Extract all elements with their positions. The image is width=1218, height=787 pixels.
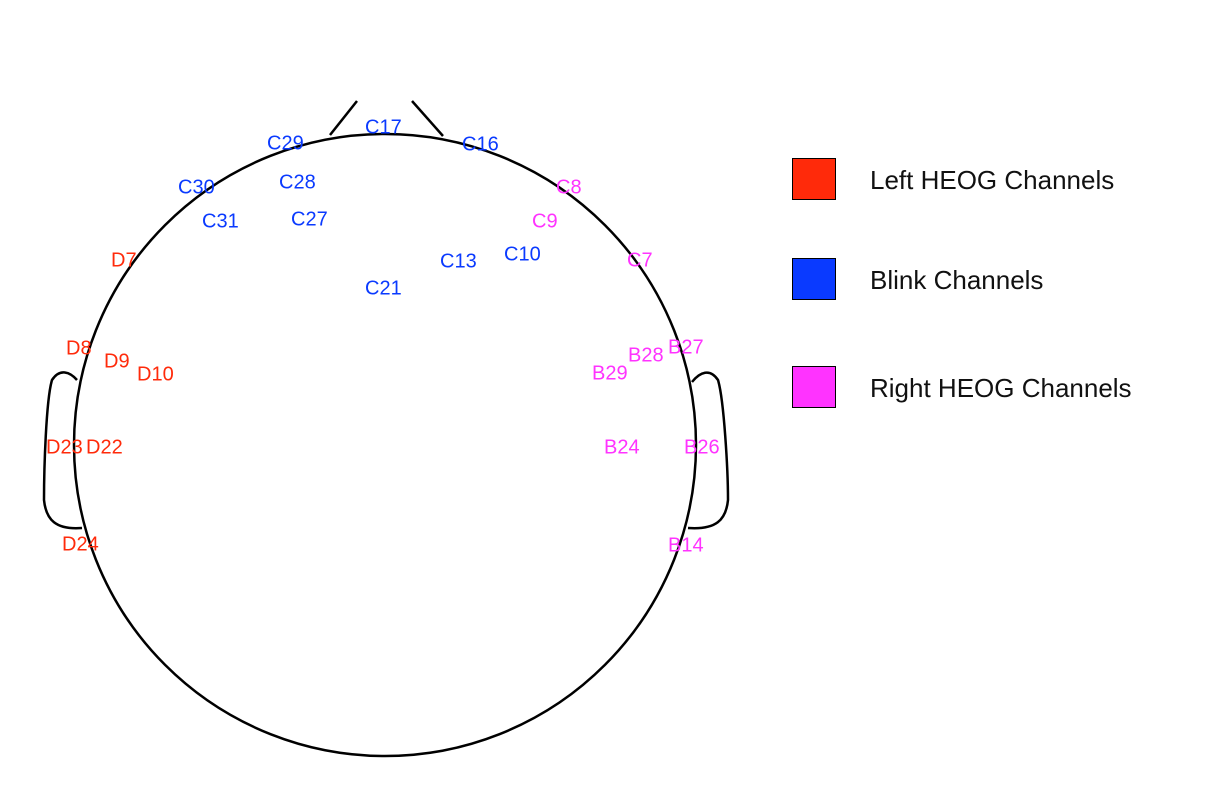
legend-label-left-heog: Left HEOG Channels xyxy=(870,165,1115,195)
head-outline xyxy=(72,132,698,758)
channel-label-c28: C28 xyxy=(279,171,316,193)
channel-label-b28: B28 xyxy=(628,344,664,366)
channel-label-c17: C17 xyxy=(365,116,402,138)
left-ear xyxy=(42,371,83,530)
nose-left xyxy=(329,100,358,136)
legend-item-left-heog: Left HEOG Channels xyxy=(792,158,1212,202)
channel-label-c16: C16 xyxy=(462,133,499,155)
legend-label-blink: Blink Channels xyxy=(870,265,1044,295)
channel-label-d24: D24 xyxy=(62,533,99,555)
channel-label-c10: C10 xyxy=(504,243,541,265)
right-ear xyxy=(687,371,730,530)
channel-label-c21: C21 xyxy=(365,277,402,299)
channel-label-d23: D23 xyxy=(46,436,83,458)
channel-label-b26: B26 xyxy=(684,436,720,458)
channel-label-c29: C29 xyxy=(267,132,304,154)
legend-item-blink: Blink Channels xyxy=(792,258,1212,302)
channel-label-d22: D22 xyxy=(86,436,123,458)
channel-label-b29: B29 xyxy=(592,362,628,384)
channel-label-c31: C31 xyxy=(202,210,239,232)
channel-label-d9: D9 xyxy=(104,350,130,372)
channel-label-c8: C8 xyxy=(556,176,582,198)
channel-label-c9: C9 xyxy=(532,210,558,232)
channel-label-c30: C30 xyxy=(178,176,215,198)
legend-label-right-heog: Right HEOG Channels xyxy=(870,373,1132,403)
channel-label-b24: B24 xyxy=(604,436,640,458)
channel-label-d7: D7 xyxy=(111,249,137,271)
channel-label-b27: B27 xyxy=(668,336,704,358)
legend-swatch-right-heog xyxy=(792,366,836,408)
channel-label-c27: C27 xyxy=(291,208,328,230)
channel-label-c13: C13 xyxy=(440,250,477,272)
legend-swatch-left-heog xyxy=(792,158,836,200)
channel-label-c7: C7 xyxy=(627,249,653,271)
legend-item-right-heog: Right HEOG Channels xyxy=(792,366,1212,410)
channel-label-d8: D8 xyxy=(66,337,92,359)
channel-label-b14: B14 xyxy=(668,534,704,556)
channel-label-d10: D10 xyxy=(137,363,174,385)
nose-right xyxy=(411,100,444,137)
legend-swatch-blink xyxy=(792,258,836,300)
